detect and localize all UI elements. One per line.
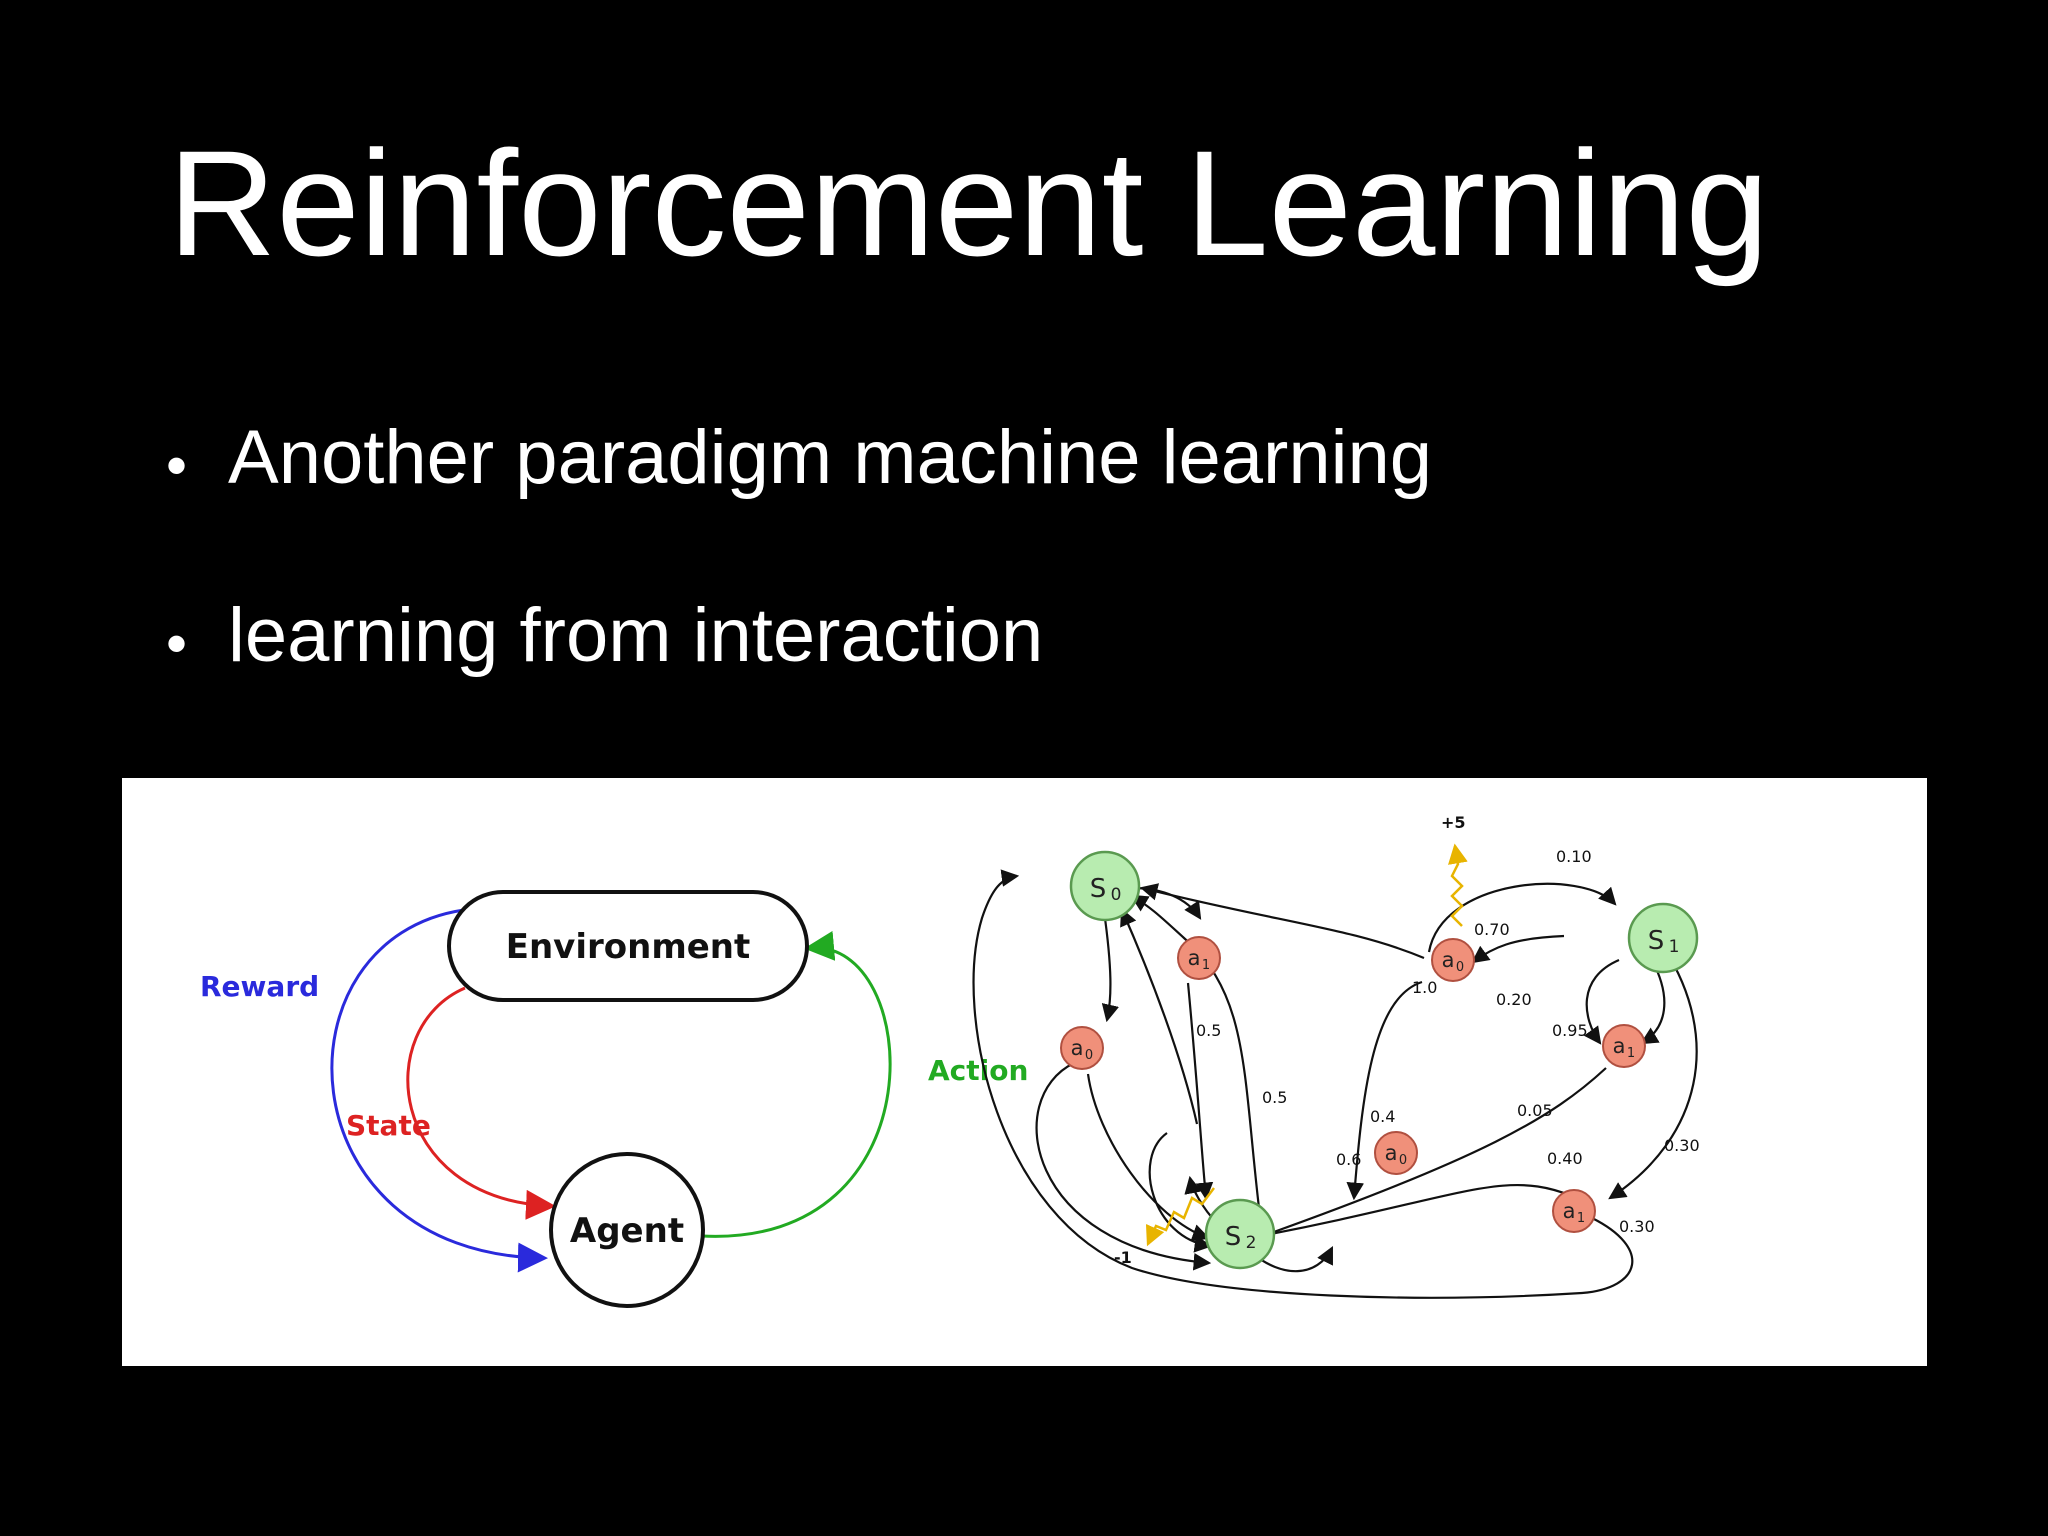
svg-text:a: a: [1563, 1199, 1576, 1223]
svg-text:1: 1: [1577, 1211, 1585, 1226]
svg-text:a: a: [1071, 1036, 1084, 1060]
svg-text:2: 2: [1246, 1233, 1257, 1253]
figure-panel: Environment Agent Reward State Action: [122, 778, 1927, 1366]
prob-label: 0.5: [1262, 1088, 1287, 1107]
edge-labels: 0.10 0.70 0.20 1.0 0.5 0.5 0.95 0.05 0.4…: [1114, 813, 1700, 1267]
edge: [1101, 910, 1119, 1023]
prob-label: 0.40: [1547, 1149, 1583, 1168]
svg-text:0: 0: [1085, 1048, 1093, 1063]
prob-label: 0.10: [1556, 847, 1592, 866]
action-label: Action: [928, 1054, 1028, 1087]
bullet-list: • Another paradigm machine learning • le…: [160, 420, 1432, 776]
prob-label: 0.4: [1370, 1107, 1395, 1126]
agent-label: Agent: [570, 1211, 684, 1251]
state-node-s0: S 0: [1069, 850, 1141, 922]
bullet-text: Another paradigm machine learning: [228, 415, 1433, 500]
svg-text:a: a: [1613, 1034, 1626, 1058]
edge: [1254, 1067, 1607, 1242]
prob-label: 0.95: [1552, 1021, 1588, 1040]
svg-text:S: S: [1648, 926, 1665, 956]
svg-text:a: a: [1385, 1141, 1398, 1165]
figure-svg: Environment Agent Reward State Action: [200, 813, 1700, 1308]
bullet-dot-icon: •: [166, 432, 188, 499]
agent-environment-loop: Environment Agent Reward State Action: [200, 890, 1028, 1308]
svg-text:1: 1: [1627, 1046, 1635, 1061]
bullet-text: learning from interaction: [228, 593, 1044, 678]
edge: [1247, 1183, 1573, 1244]
edge: [1086, 1073, 1211, 1242]
state-node-s1: S 1: [1627, 902, 1699, 974]
state-label: State: [346, 1109, 431, 1142]
bullet-dot-icon: •: [166, 610, 188, 677]
svg-text:0: 0: [1399, 1153, 1407, 1168]
action-node: a 0: [1374, 1131, 1418, 1175]
action-node: a 1: [1602, 1024, 1646, 1068]
edge: [1583, 958, 1620, 1045]
reward-label: Reward: [200, 970, 319, 1003]
edge: [1427, 882, 1617, 953]
environment-box: [447, 890, 809, 1002]
slide-title: Reinforcement Learning: [168, 119, 1769, 287]
edge: [1608, 947, 1698, 1200]
svg-text:S: S: [1225, 1222, 1242, 1252]
environment-label: Environment: [506, 927, 751, 967]
edge: [1139, 883, 1425, 960]
reward-value-label: -1: [1114, 1248, 1132, 1267]
edge: [972, 869, 1634, 1299]
svg-text:0: 0: [1456, 960, 1464, 975]
edge: [1148, 1132, 1213, 1253]
prob-label: 0.5: [1196, 1021, 1221, 1040]
svg-text:1: 1: [1202, 958, 1210, 973]
bullet-item: • Another paradigm machine learning: [160, 420, 1432, 598]
action-arrow: [701, 930, 892, 1238]
svg-text:0: 0: [1111, 885, 1122, 905]
edge: [1120, 907, 1199, 1125]
action-node: a 0: [1060, 1026, 1104, 1070]
state-node-s2: S 2: [1204, 1198, 1276, 1270]
edge: [1186, 982, 1214, 1201]
prob-label: 1.0: [1412, 978, 1437, 997]
prob-label: 0.05: [1517, 1101, 1553, 1120]
bullet-item: • learning from interaction: [160, 598, 1432, 776]
svg-text:S: S: [1090, 874, 1107, 904]
prob-label: 0.6: [1336, 1150, 1361, 1169]
edge: [1035, 1062, 1212, 1271]
plus5-reward-arrow: [1448, 843, 1468, 927]
prob-label: 0.70: [1474, 920, 1510, 939]
svg-text:1: 1: [1669, 937, 1680, 957]
action-node: a 1: [1552, 1189, 1596, 1233]
action-node: a 1: [1177, 936, 1221, 980]
svg-text:a: a: [1442, 948, 1455, 972]
minus1-reward-arrow: [1145, 1187, 1215, 1247]
agent-circle: [549, 1152, 705, 1308]
prob-label: 0.20: [1496, 990, 1532, 1009]
prob-label: 0.30: [1619, 1217, 1655, 1236]
svg-text:a: a: [1188, 946, 1201, 970]
reward-value-label: +5: [1441, 813, 1466, 832]
edge: [1130, 894, 1264, 1234]
reward-arrow: [330, 908, 548, 1273]
mdp-graph: [972, 869, 1698, 1299]
state-arrow: [406, 986, 556, 1220]
edge: [1471, 934, 1565, 964]
edge: [1346, 980, 1423, 1201]
prob-label: 0.30: [1664, 1136, 1700, 1155]
action-node: a 0: [1431, 938, 1475, 982]
